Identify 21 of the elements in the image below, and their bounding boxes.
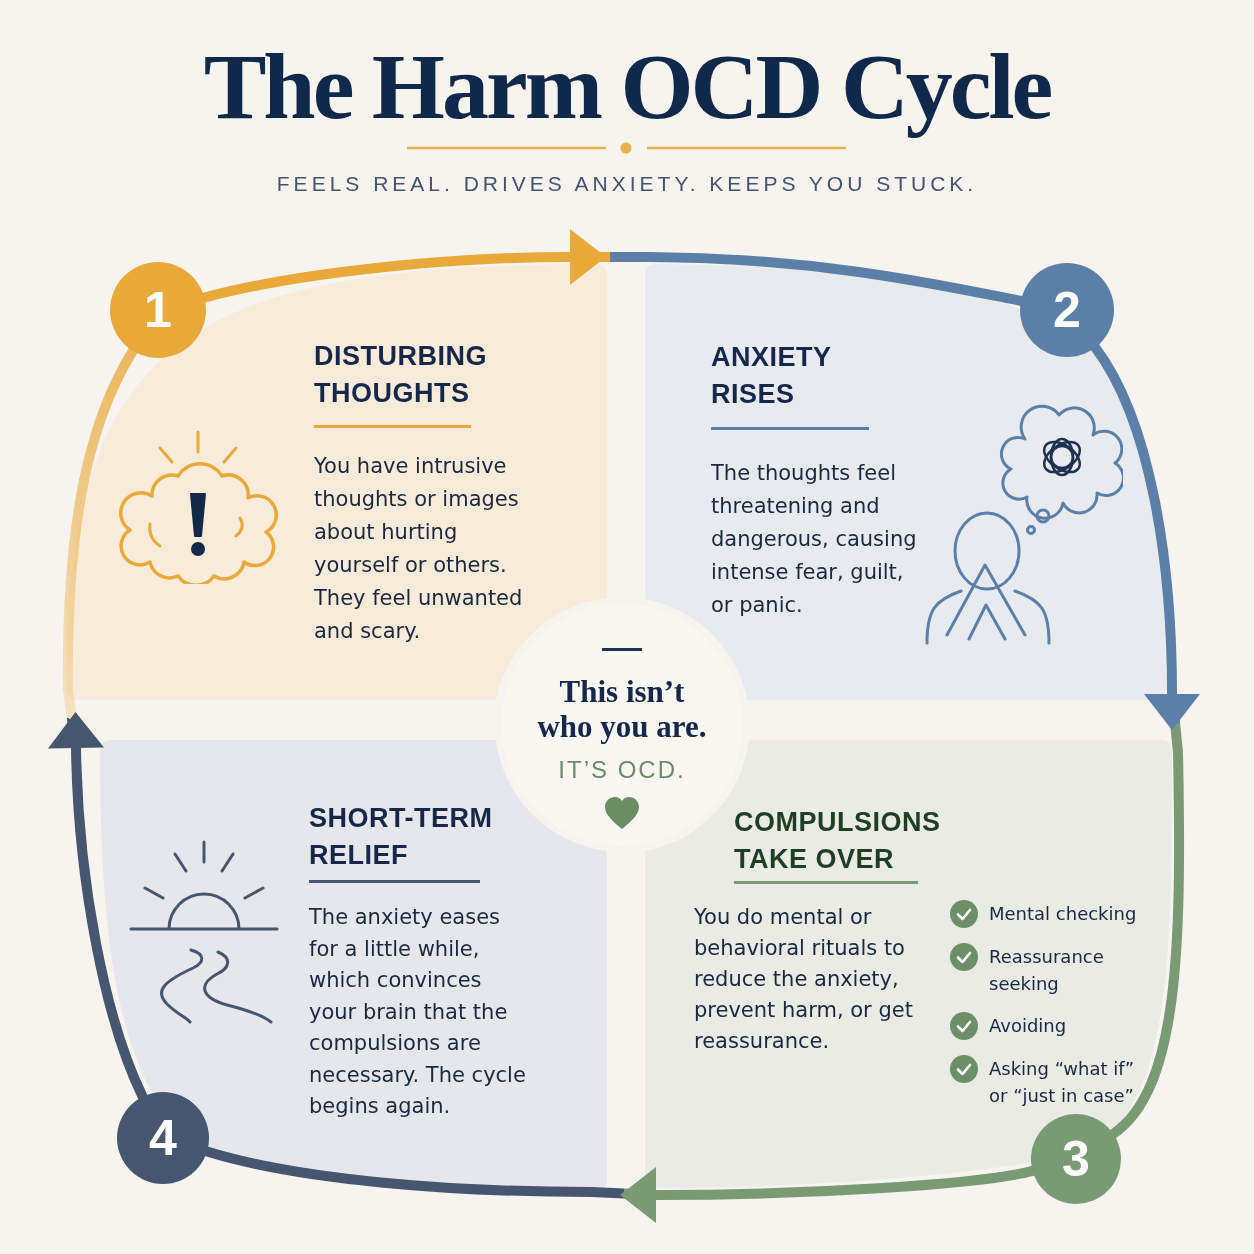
checklist-item: Asking “what if” or “just in case” (989, 1057, 1135, 1108)
step-heading: COMPULSIONS TAKE OVER (734, 806, 942, 876)
step-description: The anxiety eases for a little while, which convinces your brain that the compulsions are necessary. The cycle begins again. (309, 904, 527, 1120)
subtitle: FEELS REAL. DRIVES ANXIETY. KEEPS YOU STUCK. (276, 172, 978, 196)
checklist-item: Avoiding (989, 1014, 1067, 1038)
step-description: You have intrusive thoughts or images about hurting yourself or others. They feel unwanted and scary. (314, 453, 523, 645)
step-description: The thoughts feel threatening and dangerous, causing intense fear, guilt, or panic. (711, 460, 918, 619)
center-statement: This isn’t who you are. (537, 674, 707, 744)
step-number-badge: 4 (117, 1092, 209, 1184)
step-heading: ANXIETY RISES (711, 341, 832, 411)
checklist-item: Reassurance seeking (989, 945, 1105, 996)
center-tagline: IT’S OCD. (558, 756, 686, 784)
cycle-arrow (1090, 342, 1200, 1139)
step-description: You do mental or behavioral rituals to reduce the anxiety, prevent harm, or get reassurance. (694, 904, 914, 1055)
step-number-badge: 2 (1020, 263, 1114, 357)
title: The Harm OCD Cycle (203, 34, 1051, 138)
checklist-item: Mental checking (989, 902, 1137, 926)
step-number-badge: 1 (110, 262, 206, 358)
step-heading: DISTURBING THOUGHTS (314, 340, 488, 410)
step-heading: SHORT-TERM RELIEF (309, 802, 493, 872)
step-number-badge: 3 (1031, 1114, 1121, 1204)
